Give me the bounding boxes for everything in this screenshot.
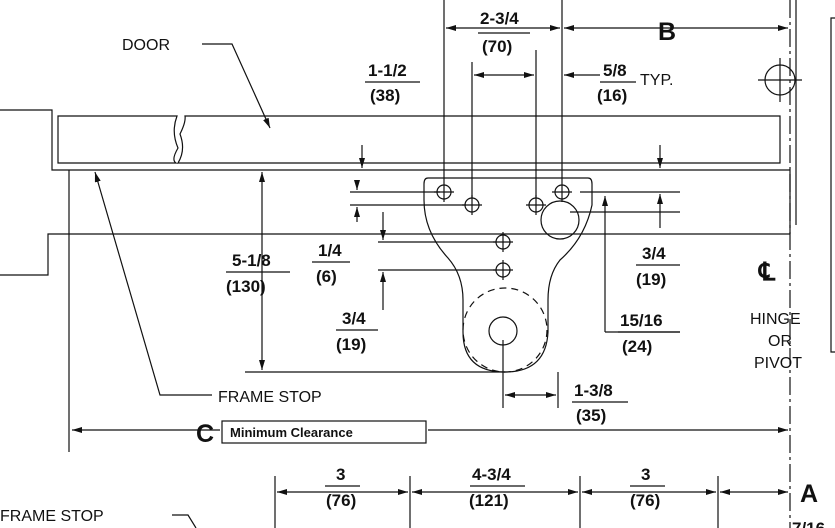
frame-stop-profile-lower (0, 233, 790, 276)
hinge-label: HINGE (750, 311, 801, 328)
dim-top-span-mm: (70) (482, 37, 512, 56)
dim-height-mm: (130) (226, 277, 266, 296)
dim-quarter-mm: (6) (316, 267, 337, 286)
dim-right-offset-mm: (16) (597, 86, 627, 105)
frame-stop-label-lower: FRAME STOP (0, 508, 104, 525)
dim-1-3-8-mm: (35) (576, 406, 606, 425)
dim-bottom-mid-frac: 4-3/4 (472, 465, 511, 484)
door-left-segment (57, 115, 179, 164)
dim-15-16-mm: (24) (622, 337, 652, 356)
dim-hole-spacing-mm: (38) (370, 86, 400, 105)
dim-three-quarter-right-mm: (19) (636, 270, 666, 289)
frame-stop-profile-upper (0, 109, 790, 171)
dim-1-3-8-frac: 1-3/8 (574, 381, 613, 400)
dim-three-quarter-right-frac: 3/4 (642, 244, 666, 263)
dim-bottom-left-mm: (76) (326, 491, 356, 510)
dim-top-span-frac: 2-3/4 (480, 9, 519, 28)
minimum-clearance-box (221, 420, 427, 444)
dim-bottom-right-frac: 3 (641, 465, 650, 484)
dim-hole-spacing-frac: 1-1/2 (368, 61, 407, 80)
letter-a: A (800, 480, 818, 508)
dim-three-quarter-left-mm: (19) (336, 335, 366, 354)
dim-bottom-right-mm: (76) (630, 491, 660, 510)
dim-bottom-mid-mm: (121) (469, 491, 509, 510)
frame-stop-lower-leader (172, 514, 197, 528)
frame-stop-leader (94, 171, 212, 396)
frame-stop-label-upper: FRAME STOP (218, 389, 322, 406)
dim-three-quarter-left-frac: 3/4 (342, 309, 366, 328)
shaft-hole (540, 200, 580, 240)
dim-partial-right: 7/16 (792, 519, 825, 528)
side-panel-edge (830, 17, 835, 353)
pivot-label: PIVOT (754, 355, 802, 372)
dim-quarter-frac: 1/4 (318, 241, 342, 260)
door-leader (202, 43, 271, 129)
dim-right-offset-frac: 5/8 (603, 61, 627, 80)
dim-bottom-left-frac: 3 (336, 465, 345, 484)
centerline-symbol: ℄ (758, 258, 776, 286)
door-main-segment (176, 115, 781, 164)
door-label: DOOR (122, 37, 170, 54)
letter-b: B (658, 18, 676, 46)
typ-label: TYP. (640, 72, 674, 89)
dim-15-16-frac: 15/16 (620, 311, 663, 330)
or-label: OR (768, 333, 792, 350)
letter-c: C (196, 420, 214, 448)
dim-height-frac: 5-1/8 (232, 251, 271, 270)
minimum-clearance-text: Minimum Clearance (230, 425, 353, 440)
arm-circle-dashed (462, 287, 548, 373)
mounting-hole-4 (552, 182, 572, 202)
